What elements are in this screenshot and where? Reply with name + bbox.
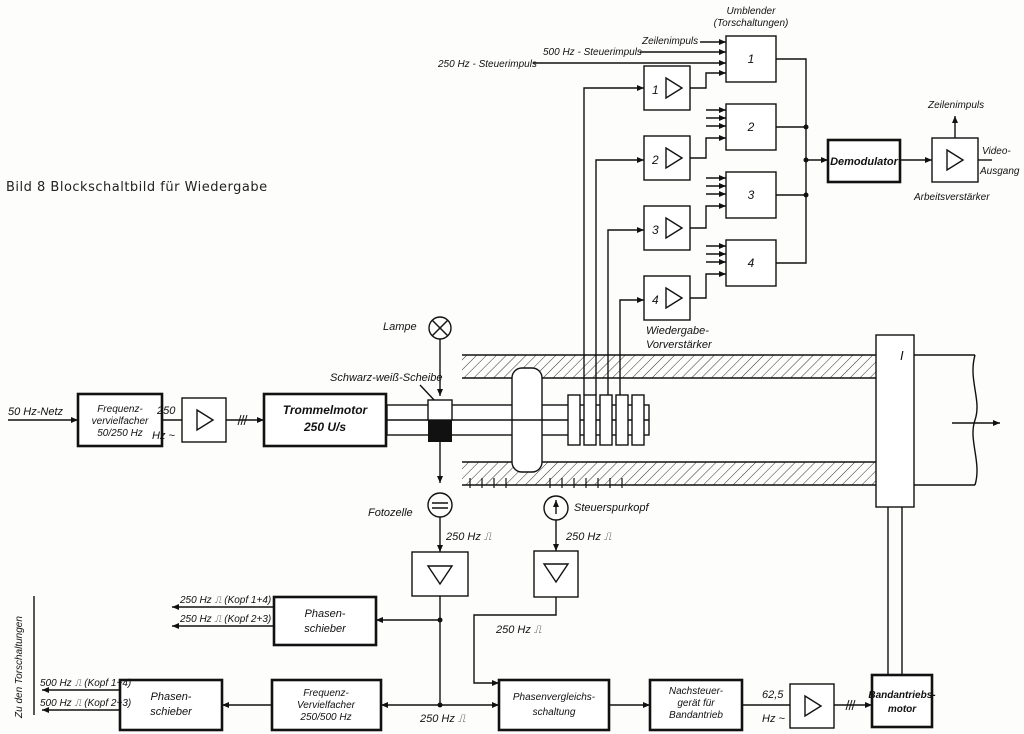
lamp-label: Lampe <box>383 321 417 333</box>
drum-motor <box>262 392 388 448</box>
bw-disc-white <box>427 399 453 421</box>
diagram-label: 2 <box>651 153 659 167</box>
amplifier-control <box>533 550 579 598</box>
diagram-label: 1 <box>652 83 659 97</box>
diagram-label: 500 Hz - Steuerimpuls <box>543 47 642 58</box>
diagram-label: 1 <box>748 52 755 66</box>
diagram-label: schieber <box>150 706 193 718</box>
figure-caption: Bild 8 Blockschaltbild für Wiedergabe <box>6 180 268 195</box>
diagram-label: Zeilenimpuls <box>641 36 698 47</box>
diagram-label: Ausgang <box>979 166 1020 177</box>
photocell-label: Fotozelle <box>368 507 413 519</box>
diagram-label: Nachsteuer- <box>669 686 724 697</box>
diagram-label: Video- <box>982 146 1011 157</box>
to-gates-label: Zu den Torschaltungen <box>14 616 25 719</box>
diagram-label: 2 <box>747 120 755 134</box>
diagram-label: 250 Hz ⎍ (Kopf 1+4) <box>179 595 271 606</box>
diagram-label: 250/500 Hz <box>299 712 351 723</box>
diagram-label: Hz ~ <box>762 713 786 725</box>
diagram-label: schieber <box>304 623 347 635</box>
diagram-label: Phasen- <box>151 691 192 703</box>
diagram-label: 50/250 Hz <box>97 428 143 439</box>
phase-shifter-2 <box>118 678 224 732</box>
diagram-label: gerät für <box>677 698 715 709</box>
amplifier-drum <box>181 397 227 443</box>
phase-comparator <box>497 678 611 732</box>
disc-label: Schwarz-weiß-Scheibe <box>330 372 442 384</box>
preamp-label-b: Vorverstärker <box>646 339 713 351</box>
capstan-label: I <box>900 348 904 363</box>
preamp-label-a: Wiedergabe- <box>646 325 709 337</box>
diagram-label: Demodulator <box>830 156 899 168</box>
diagram-label: Bandantrieb <box>669 710 723 721</box>
control-track-head-icon <box>543 495 569 521</box>
diagram-label: 4 <box>748 256 755 270</box>
amplifier-photocell <box>411 551 469 597</box>
freq-multiplier-50-250 <box>76 392 164 448</box>
diagram-label: 250 U/s <box>303 420 346 434</box>
diagram-label: (Torschaltungen) <box>714 18 789 29</box>
control-head-label: Steuerspurkopf <box>574 502 650 514</box>
diagram-label: Phasen- <box>305 608 346 620</box>
diagram-label: Vervielfacher <box>297 700 356 711</box>
diagram-label: Trommelmotor <box>283 403 369 417</box>
capstan-unit <box>875 334 915 508</box>
freq-multiplier-250-500 <box>270 678 383 732</box>
diagram-label: Frequenz- <box>97 404 143 415</box>
bw-disc-black <box>428 420 452 442</box>
diagram-label: 62,5 <box>762 689 784 701</box>
diagram-label: motor <box>888 704 917 715</box>
mains-label: 50 Hz-Netz <box>8 406 64 418</box>
phase-shifter-1 <box>272 595 378 647</box>
diagram-label: 4 <box>652 293 659 307</box>
diagram-label: Frequenz- <box>303 688 349 699</box>
diagram-label: 3 <box>652 223 659 237</box>
diagram-label: Hz ~ <box>152 430 176 442</box>
photocell-icon <box>427 492 453 518</box>
diagram-label: 250 Hz ⎍ <box>419 713 466 725</box>
diagram-label: schaltung <box>533 707 576 718</box>
diagram-label: Bandantriebs- <box>868 690 936 701</box>
gate-3 <box>725 171 777 219</box>
gate-2 <box>725 103 777 151</box>
diagram-label: 3 <box>748 188 755 202</box>
diagram-label: 500 Hz ⎍ (Kopf 2+3) <box>40 698 131 709</box>
diagram-label: vervielfacher <box>92 416 149 427</box>
diagram-label: 250 <box>156 405 176 417</box>
output-amplifier <box>931 137 979 183</box>
gates-title: Umblender <box>727 6 777 17</box>
gate-1 <box>725 35 777 83</box>
output-amp-label: Arbeitsverstärker <box>913 192 990 203</box>
demodulator <box>826 138 902 184</box>
lamp-icon <box>428 316 452 340</box>
diagram-label: 250 Hz - Steuerimpuls <box>437 59 537 70</box>
tape-drive-motor <box>870 673 934 729</box>
diagram-label: 250 Hz ⎍ <box>495 624 542 636</box>
amplifier-tape <box>789 683 835 729</box>
diagram-label: 500 Hz ⎍ (Kopf 1+4) <box>40 678 131 689</box>
diagram-label: Phasenvergleichs- <box>513 692 596 703</box>
tape-drive-controller <box>648 678 744 732</box>
diagram-label: 250 Hz ⎍ <box>445 531 492 543</box>
diagram-label: 250 Hz ⎍ <box>565 531 612 543</box>
diagram-label: Zeilenimpuls <box>927 100 984 111</box>
diagram-label: 250 Hz ⎍ (Kopf 2+3) <box>179 614 271 625</box>
drum-mechanism <box>386 354 1000 488</box>
